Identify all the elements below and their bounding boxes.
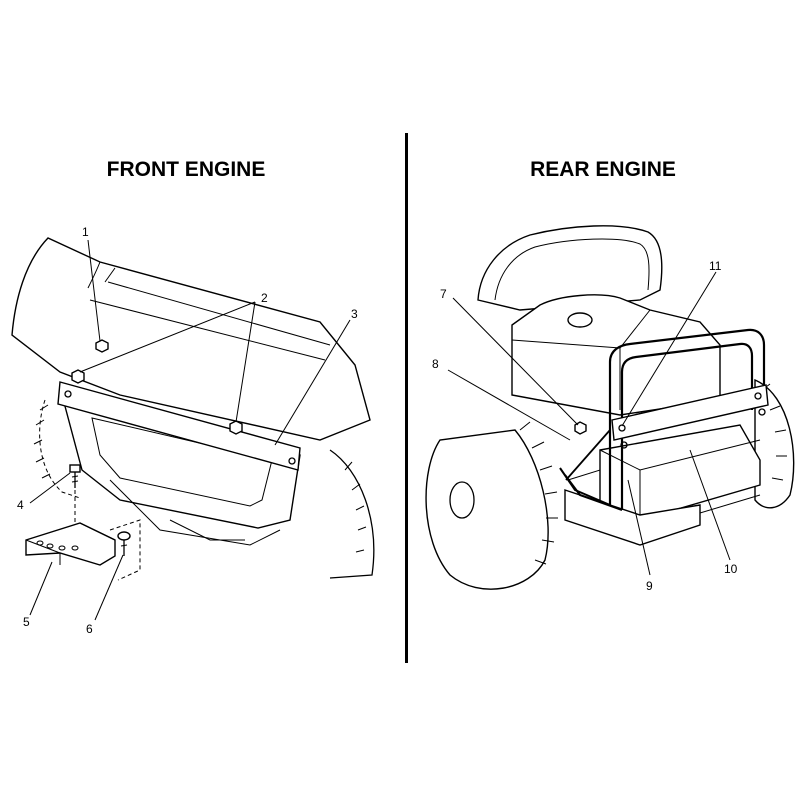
bagger-box (599, 424, 761, 521)
mounting-bracket (25, 522, 116, 566)
leader-1 (87, 239, 101, 342)
rear-engine-title: REAR ENGINE (530, 158, 676, 181)
callout-5: 5 (23, 615, 30, 629)
bar-bolt-left (71, 369, 85, 384)
leader-9 (627, 479, 651, 576)
rear-left-tire (425, 429, 549, 590)
handle-frame (608, 328, 766, 505)
callout-7: 7 (440, 287, 447, 301)
callout-4: 4 (17, 498, 24, 512)
front-engine-drawing (11, 237, 375, 621)
panel-divider (405, 133, 408, 663)
leader-7 (452, 297, 579, 426)
callout-3: 3 (351, 307, 358, 321)
engine (511, 294, 721, 416)
callout-8: 8 (432, 357, 439, 371)
leader-6 (94, 554, 124, 621)
bar-bolt-right (229, 420, 243, 435)
callout-2: 2 (261, 291, 268, 305)
front-right-tire (329, 449, 375, 579)
front-engine-title: FRONT ENGINE (106, 158, 266, 181)
bolt-4 (69, 464, 81, 488)
leader-8 (447, 369, 571, 441)
hood-crease (87, 261, 101, 289)
callout-6: 6 (86, 622, 93, 636)
hood-bolt (95, 339, 109, 353)
leader-11 (621, 271, 717, 427)
leader-10 (689, 449, 731, 561)
leader-2b (235, 301, 256, 423)
rear-engine-drawing (425, 225, 795, 590)
leader-2a (79, 301, 256, 373)
hood (11, 237, 371, 441)
leader-5 (29, 561, 53, 616)
lower-frame (564, 489, 701, 546)
callout-11: 11 (709, 259, 722, 273)
leader-3 (274, 319, 351, 446)
pin-6 (117, 531, 131, 556)
leader-4 (29, 472, 71, 504)
seat (477, 225, 663, 311)
callout-1: 1 (82, 225, 89, 239)
callout-9: 9 (646, 579, 653, 593)
callout-10: 10 (724, 562, 738, 576)
support-bar (57, 381, 301, 471)
cross-bar (611, 384, 769, 441)
